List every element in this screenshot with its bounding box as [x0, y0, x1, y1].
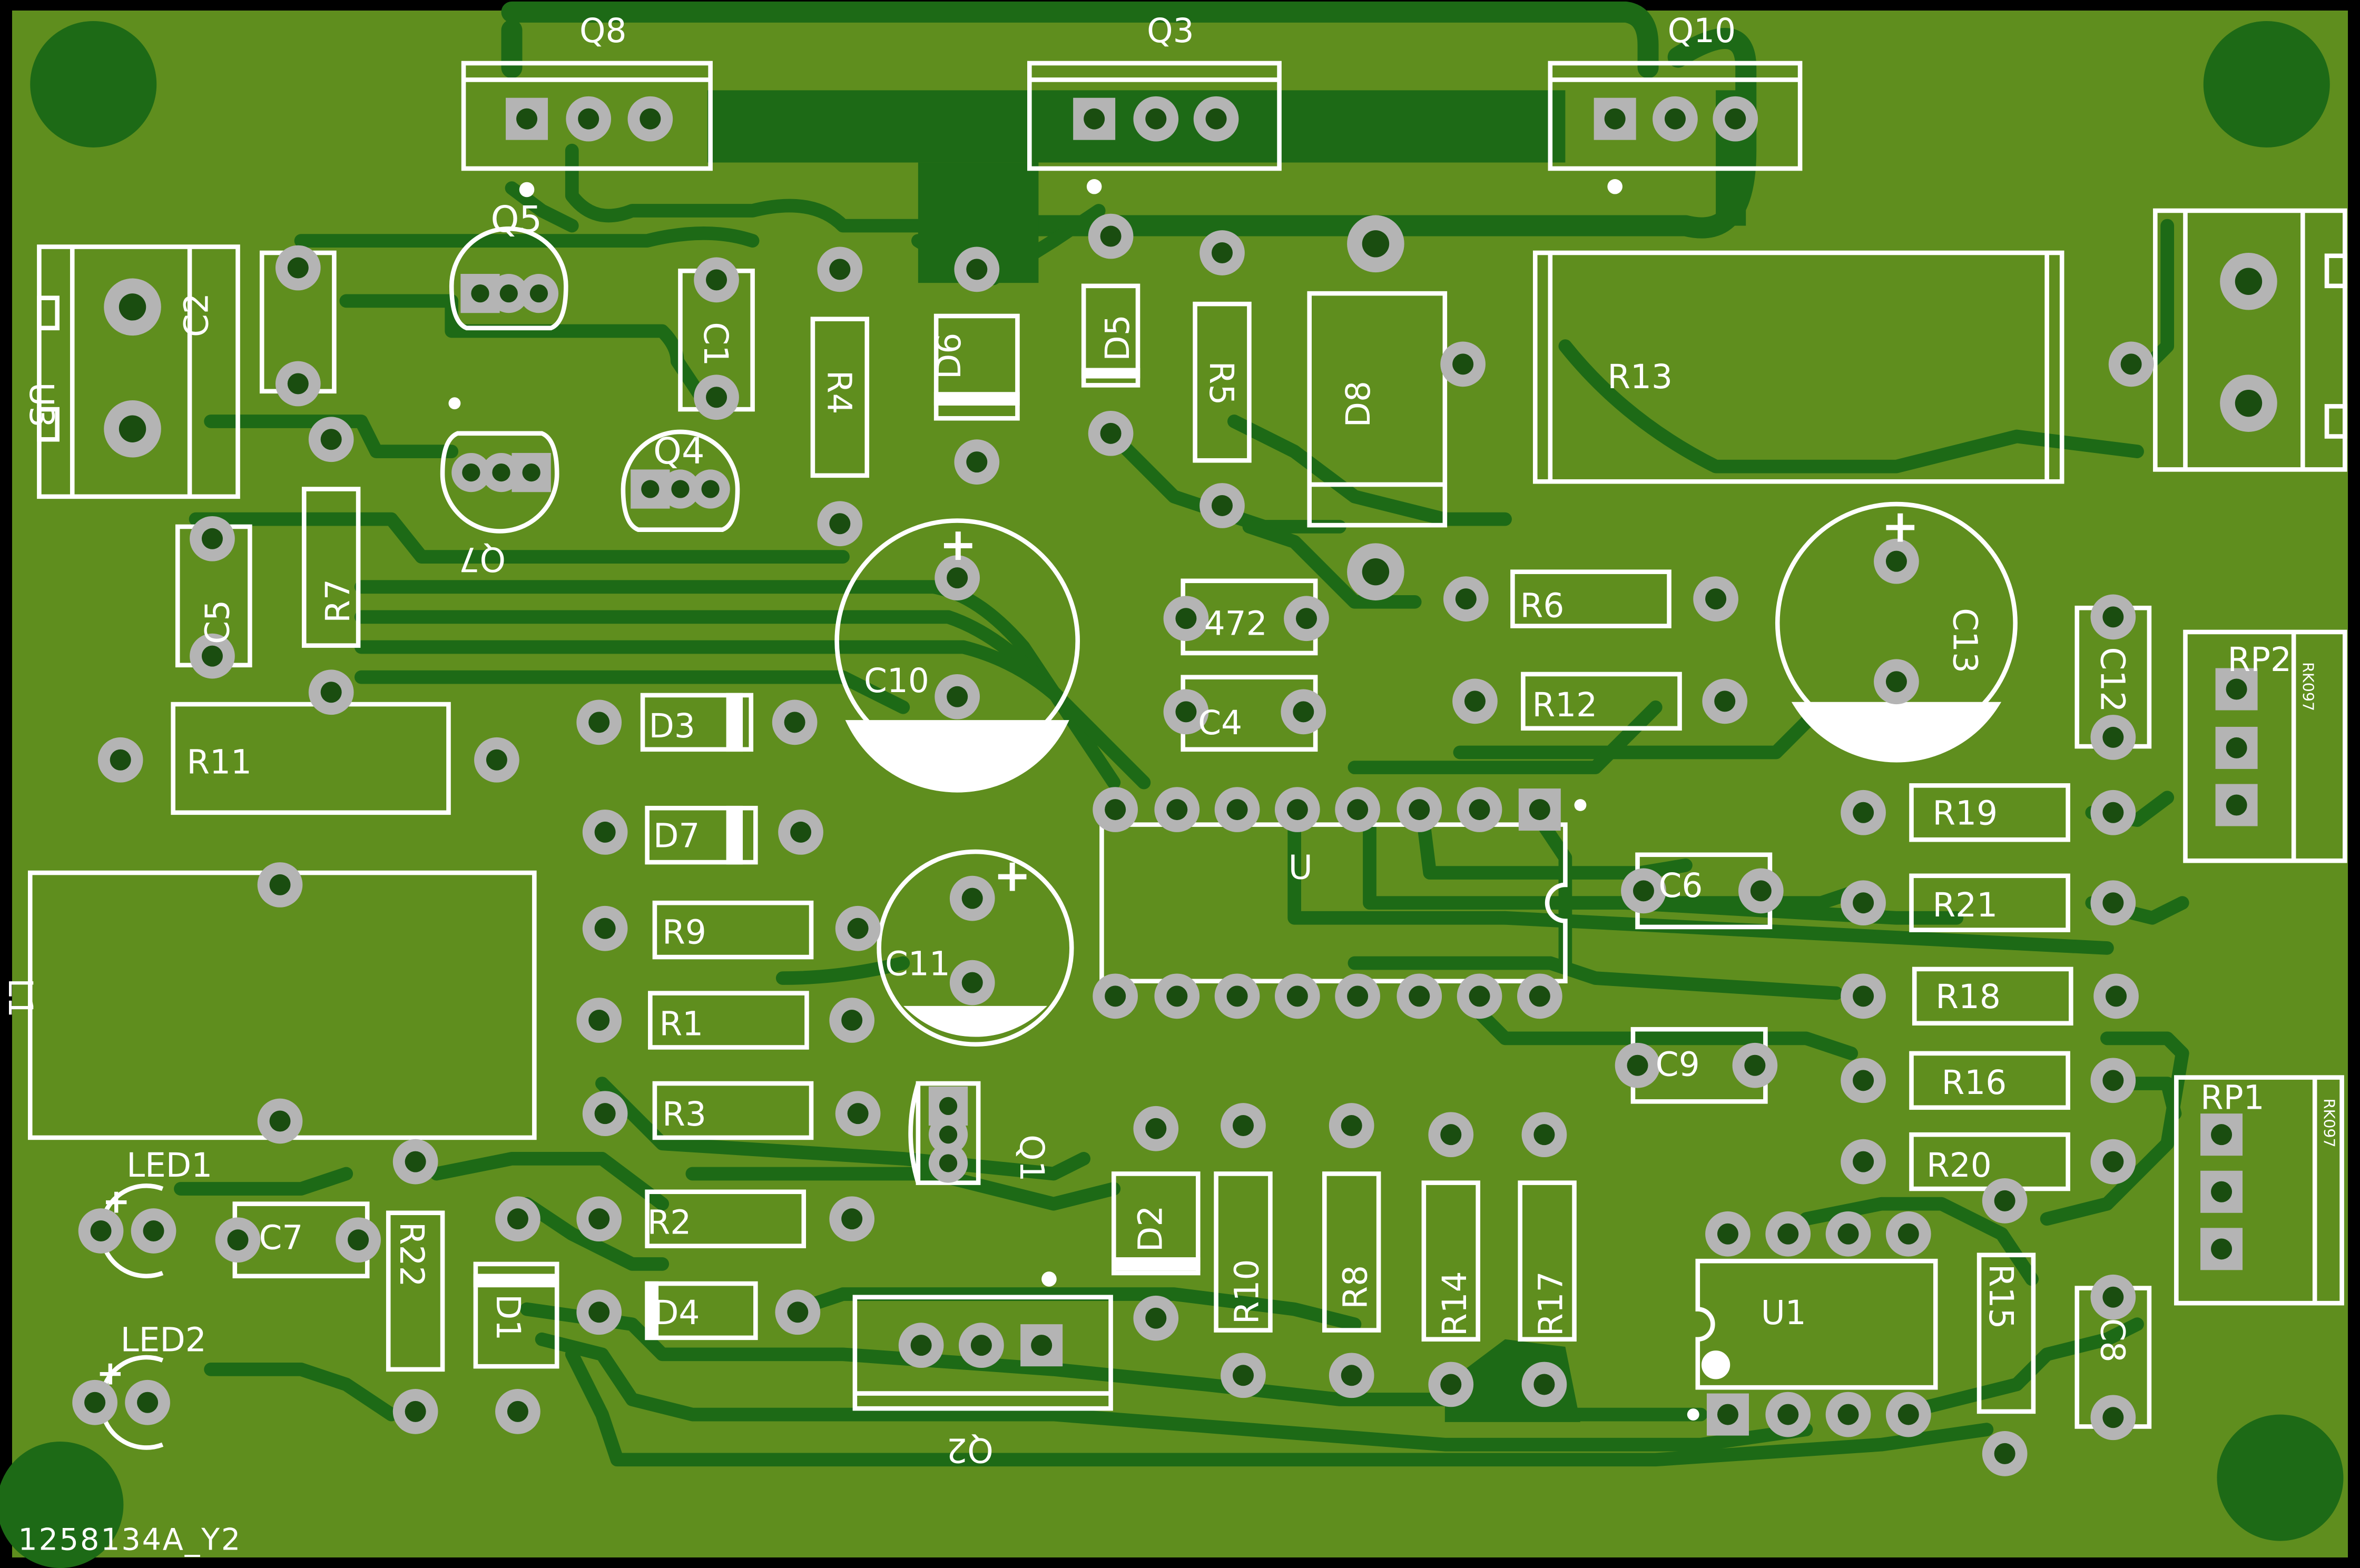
label-rk097-bottom: RK097 [2320, 1099, 2338, 1148]
label-c2: C2 [177, 293, 215, 337]
label-r21: R21 [1933, 886, 1998, 924]
label-c9: C9 [1656, 1046, 1700, 1084]
label-r14: R14 [1435, 1271, 1474, 1336]
label-q7: Q7 [459, 540, 506, 578]
label-r2: R2 [647, 1204, 692, 1242]
label-c7: C7 [259, 1218, 303, 1257]
label-q3: Q3 [1147, 12, 1194, 50]
label-r13: R13 [1607, 358, 1673, 396]
label-r20: R20 [1926, 1146, 1992, 1185]
silkscreen-outlines [27, 61, 2347, 1450]
label-led1: LED1 [126, 1146, 212, 1185]
label-d1: D1 [489, 1294, 527, 1340]
pin1-markers [448, 179, 1699, 1421]
label-r10: R10 [1228, 1259, 1266, 1325]
label-d2: D2 [1132, 1206, 1170, 1252]
label-r1: R1 [659, 1005, 703, 1043]
label-r11: R11 [186, 743, 252, 782]
label-q2: Q2 [946, 1431, 993, 1469]
label-r15: R15 [1982, 1264, 2020, 1329]
label-c11: C11 [885, 944, 950, 983]
label-r3: R3 [662, 1095, 706, 1133]
board-id-label: 1258134A_Y2 [18, 1523, 242, 1557]
label-d3: D3 [648, 707, 695, 745]
label-r5: R5 [1202, 361, 1241, 406]
label-rp2: RP2 [2227, 640, 2292, 679]
label-r12: R12 [1532, 686, 1598, 724]
label-c13: C13 [1946, 608, 1984, 673]
plus-sign-c13: + [1881, 500, 1919, 553]
label-r4: R4 [820, 370, 858, 415]
label-r6: R6 [1520, 586, 1565, 625]
label-d4: D4 [653, 1294, 700, 1332]
label-r17: R17 [1532, 1271, 1570, 1336]
label-rp1: RP1 [2200, 1079, 2265, 1117]
label-q4: Q4 [653, 430, 705, 472]
label-r8: R8 [1336, 1265, 1374, 1309]
label-r22: R22 [392, 1222, 431, 1287]
label-q5: Q5 [490, 199, 542, 241]
plus-sign-led2: + [96, 1354, 124, 1392]
label-d8: D8 [1339, 381, 1378, 427]
label-c6: C6 [1659, 866, 1703, 905]
label-c1: C1 [696, 322, 735, 366]
label-q8: Q8 [579, 12, 626, 50]
label-led2: LED2 [121, 1321, 206, 1359]
plus-sign-c10: + [939, 518, 977, 571]
label-c8: C8 [2093, 1318, 2131, 1363]
label-d5: D5 [1098, 314, 1137, 361]
label-rk097-top: RK097 [2299, 662, 2317, 711]
mounting-holes [0, 21, 2344, 1568]
label-r7: R7 [319, 579, 357, 623]
label-472: 472 [1204, 605, 1267, 643]
label-q10: Q10 [1668, 12, 1736, 50]
label-u1: U1 [1761, 1294, 1806, 1332]
label-c12: C12 [2093, 647, 2131, 713]
label-r9: R9 [662, 913, 706, 951]
label-q1: Q1 [1012, 1135, 1051, 1181]
label-d7: D7 [653, 816, 700, 855]
label-d6: D6 [930, 333, 968, 379]
label-c5: C5 [198, 600, 237, 644]
label-l1: L1 [1, 978, 40, 1018]
label-c4: C4 [1198, 704, 1242, 742]
label-r18: R18 [1935, 978, 2001, 1016]
plus-sign-led1: + [102, 1182, 130, 1221]
label-u3: U3 [22, 382, 61, 428]
label-c10: C10 [864, 662, 929, 700]
label-r19: R19 [1933, 794, 1998, 833]
label-u: U [1289, 848, 1313, 886]
label-r16: R16 [1942, 1063, 2007, 1102]
plus-sign-c11: + [994, 849, 1031, 902]
